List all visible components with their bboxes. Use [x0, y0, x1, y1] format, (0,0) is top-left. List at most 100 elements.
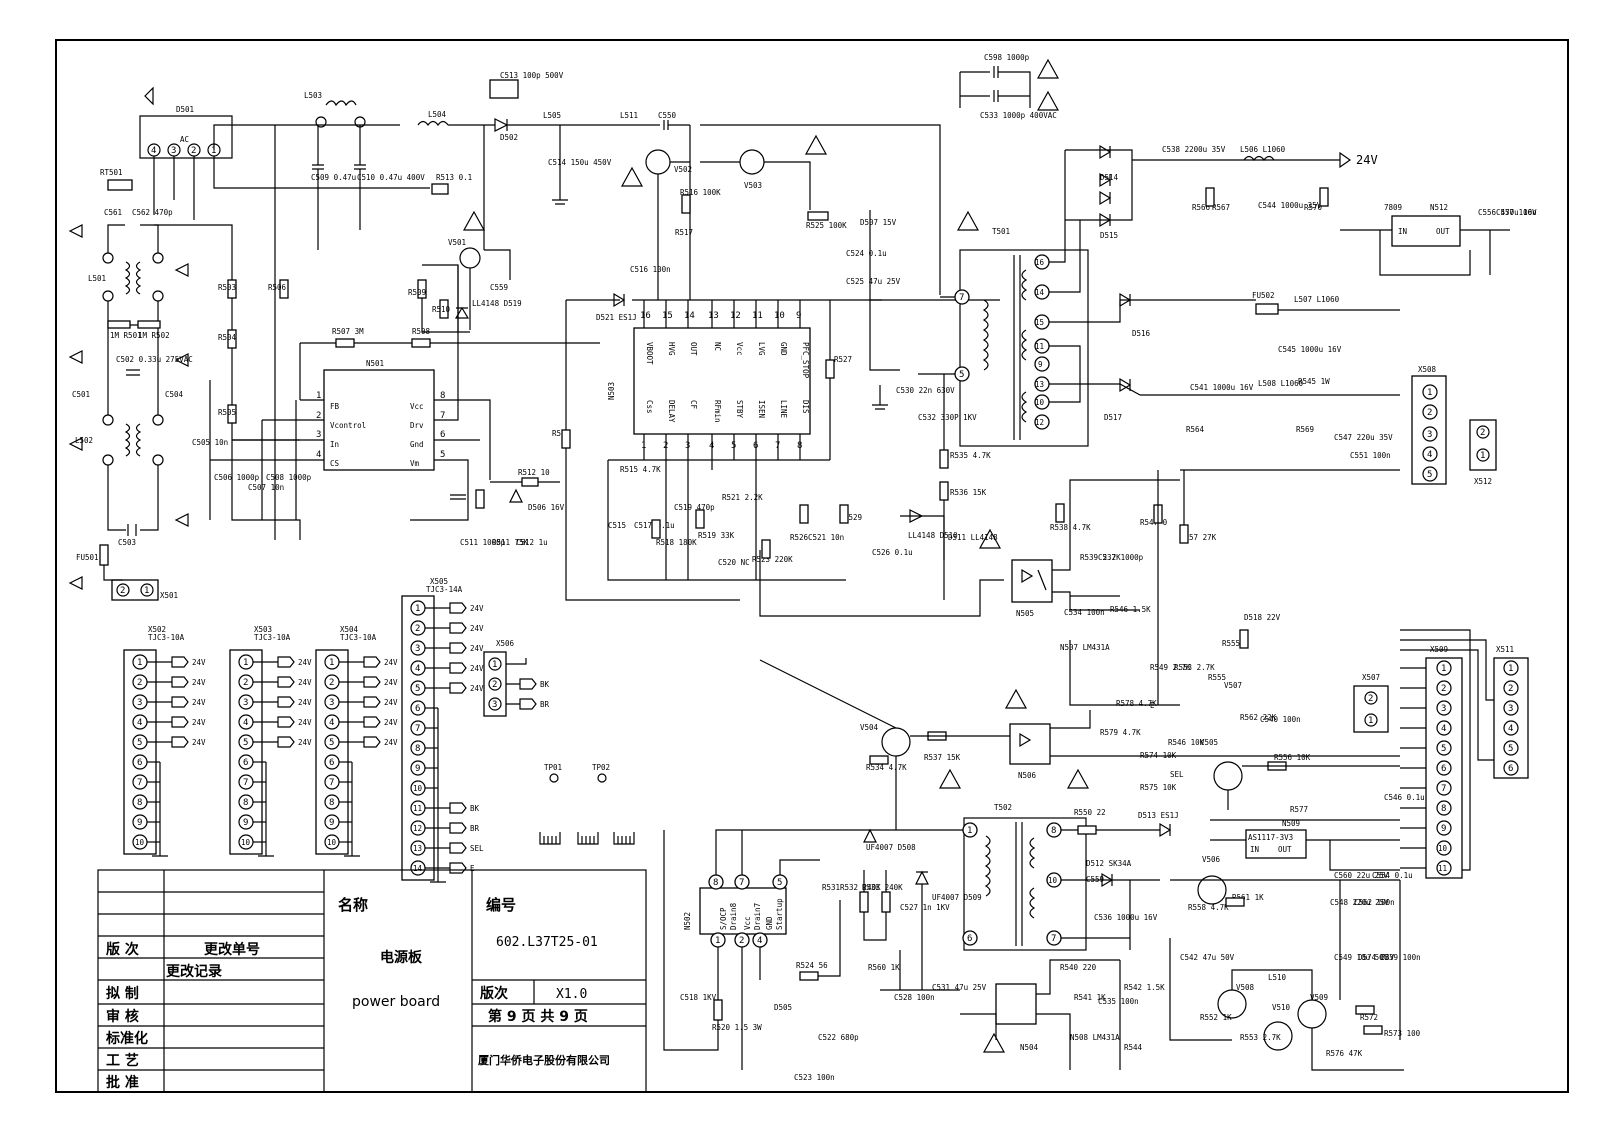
n501-pin-cs: CS — [330, 459, 340, 468]
c535-label: C535 100n — [1098, 997, 1139, 1006]
n503-pin-num-top: 12 — [730, 311, 741, 321]
v503-label: V503 — [744, 181, 762, 190]
connector-pin-number: 9 — [1441, 824, 1446, 834]
n501-pin-vcontrol: Vcontrol — [330, 421, 366, 430]
c528-label: C528 100n — [894, 993, 935, 1002]
connector-pin-number: 2 — [243, 678, 248, 688]
n504-label: N504 — [1020, 1043, 1039, 1052]
r542-label: R542 1.5K — [1124, 983, 1165, 992]
connector-pin — [1503, 680, 1519, 696]
r556-label: R556 10K — [1274, 753, 1311, 762]
n506-label: N506 — [1018, 771, 1037, 780]
standby-section: 8 7 5 1 2 4 N502 S/OCP Drain8 Vcc Drain7… — [663, 828, 987, 1082]
d516-label: D516 — [1132, 329, 1151, 338]
connector-pin-number: 1 — [1508, 664, 1513, 674]
n502-label: N502 — [683, 912, 692, 930]
n503-pin-num-top: 15 — [662, 311, 673, 321]
r540-label: R540 220 — [1060, 963, 1097, 972]
tb-row-change-no: 更改单号 — [204, 941, 260, 958]
n503-pin-num-top: 16 — [640, 311, 651, 321]
c541-label: C541 1000u 16V — [1190, 383, 1254, 392]
connector-pin-number: 3 — [329, 698, 334, 708]
svg-text:11: 11 — [1035, 342, 1044, 351]
tb-col-code: 编号 — [486, 896, 516, 914]
svg-text:IN: IN — [1250, 845, 1259, 854]
c525-label: C525 47u 25V — [846, 277, 901, 286]
connector-pin-number: 9 — [415, 764, 420, 774]
connector-pin-number: 4 — [415, 664, 420, 674]
svg-text:4: 4 — [1427, 450, 1432, 460]
net-flag — [339, 676, 381, 688]
n503-pin-name-bottom: RFmin — [713, 400, 722, 423]
connector-pin-number: 10 — [327, 838, 337, 847]
r508-label: R508 — [412, 327, 431, 336]
c562b-label: C562 100n — [1354, 898, 1395, 907]
n503-label: N503 — [607, 382, 616, 400]
x502-type: TJC3-10A — [148, 633, 185, 642]
svg-text:13: 13 — [1035, 380, 1044, 389]
n503-pin-name-top: VBOOT — [645, 342, 654, 365]
connector-pin-number: 13 — [413, 844, 422, 853]
connector-pin-number: 12 — [413, 824, 422, 833]
tb-code: 602.L37T25-01 — [496, 935, 598, 950]
x508-label: X508 — [1418, 365, 1437, 374]
connector-pin-number: 2 — [1508, 684, 1513, 694]
net-flag — [147, 716, 189, 728]
svg-text:7: 7 — [1051, 934, 1056, 944]
connector-pin-number: 2 — [137, 678, 142, 688]
c509-label: C509 0.47u — [311, 173, 356, 182]
c527-label: C527 1n 1KV — [900, 903, 950, 912]
r577-label: R577 — [1290, 805, 1308, 814]
d514-label: D514 — [1100, 173, 1119, 182]
v501-label: V501 — [448, 238, 466, 247]
e-net-label: E — [1150, 701, 1155, 710]
c503-label: C503 — [118, 538, 136, 547]
net-label-24v: 24V — [470, 604, 484, 613]
c521-label: C521 10n — [808, 533, 844, 542]
svg-text:4: 4 — [316, 450, 321, 460]
connector-pin-number: 2 — [1441, 684, 1446, 694]
l504-label: L504 — [428, 110, 447, 119]
d507-label: D507 15V — [860, 218, 897, 227]
r523-label: R523 220K — [752, 555, 793, 564]
n509-label: N509 — [1282, 819, 1300, 828]
svg-text:7: 7 — [440, 411, 445, 421]
n503-pin-name-bottom: ISEN — [757, 400, 766, 418]
c559a-label: C559 — [490, 283, 508, 292]
net-flag — [425, 622, 467, 634]
connector-pin-number: 14 — [413, 864, 423, 873]
x506-label: X506 — [496, 639, 515, 648]
r553b-label: R553 2.7K — [1240, 1033, 1281, 1042]
tb-row-process: 工 艺 — [106, 1052, 139, 1069]
connector-pin-number: 10 — [1438, 844, 1448, 853]
l502-label: L502 — [75, 436, 93, 445]
v508-label: V508 — [1236, 983, 1255, 992]
r510-label: R510 — [432, 305, 451, 314]
connector-pin — [1436, 800, 1452, 816]
warning-triangles — [462, 134, 1090, 1053]
tb-board-cn: 电源板 — [380, 949, 423, 966]
connector-pin-number: 2 — [329, 678, 334, 688]
connector-pin-number: 5 — [137, 738, 142, 748]
l508-label: L508 L1060 — [1258, 379, 1304, 388]
r521-label: R521 2.2K — [722, 493, 763, 502]
x505-label: X505 — [430, 577, 448, 586]
svg-text:1: 1 — [211, 146, 216, 156]
net-label-24v: 24V — [192, 658, 206, 667]
d518-label: D518 22V — [1244, 613, 1281, 622]
n501-pin-in: In — [330, 440, 339, 449]
svg-text:AC: AC — [180, 135, 189, 144]
d574-label: D574 33V — [1358, 953, 1395, 962]
svg-text:3: 3 — [171, 146, 176, 156]
svg-text:10: 10 — [1048, 876, 1058, 885]
n502-pin-vcc: Vcc — [743, 916, 752, 930]
r562-label: R562 22K — [1240, 713, 1277, 722]
svg-text:4: 4 — [151, 146, 156, 156]
n503-pin-num-top: 13 — [708, 311, 719, 321]
c542-label: C542 47u 50V — [1180, 953, 1235, 962]
connector-pin-number: 3 — [415, 644, 420, 654]
svg-text:1: 1 — [1480, 451, 1485, 461]
r567-label: R567 — [1212, 203, 1230, 212]
n502-pin7: 7 — [739, 878, 744, 888]
